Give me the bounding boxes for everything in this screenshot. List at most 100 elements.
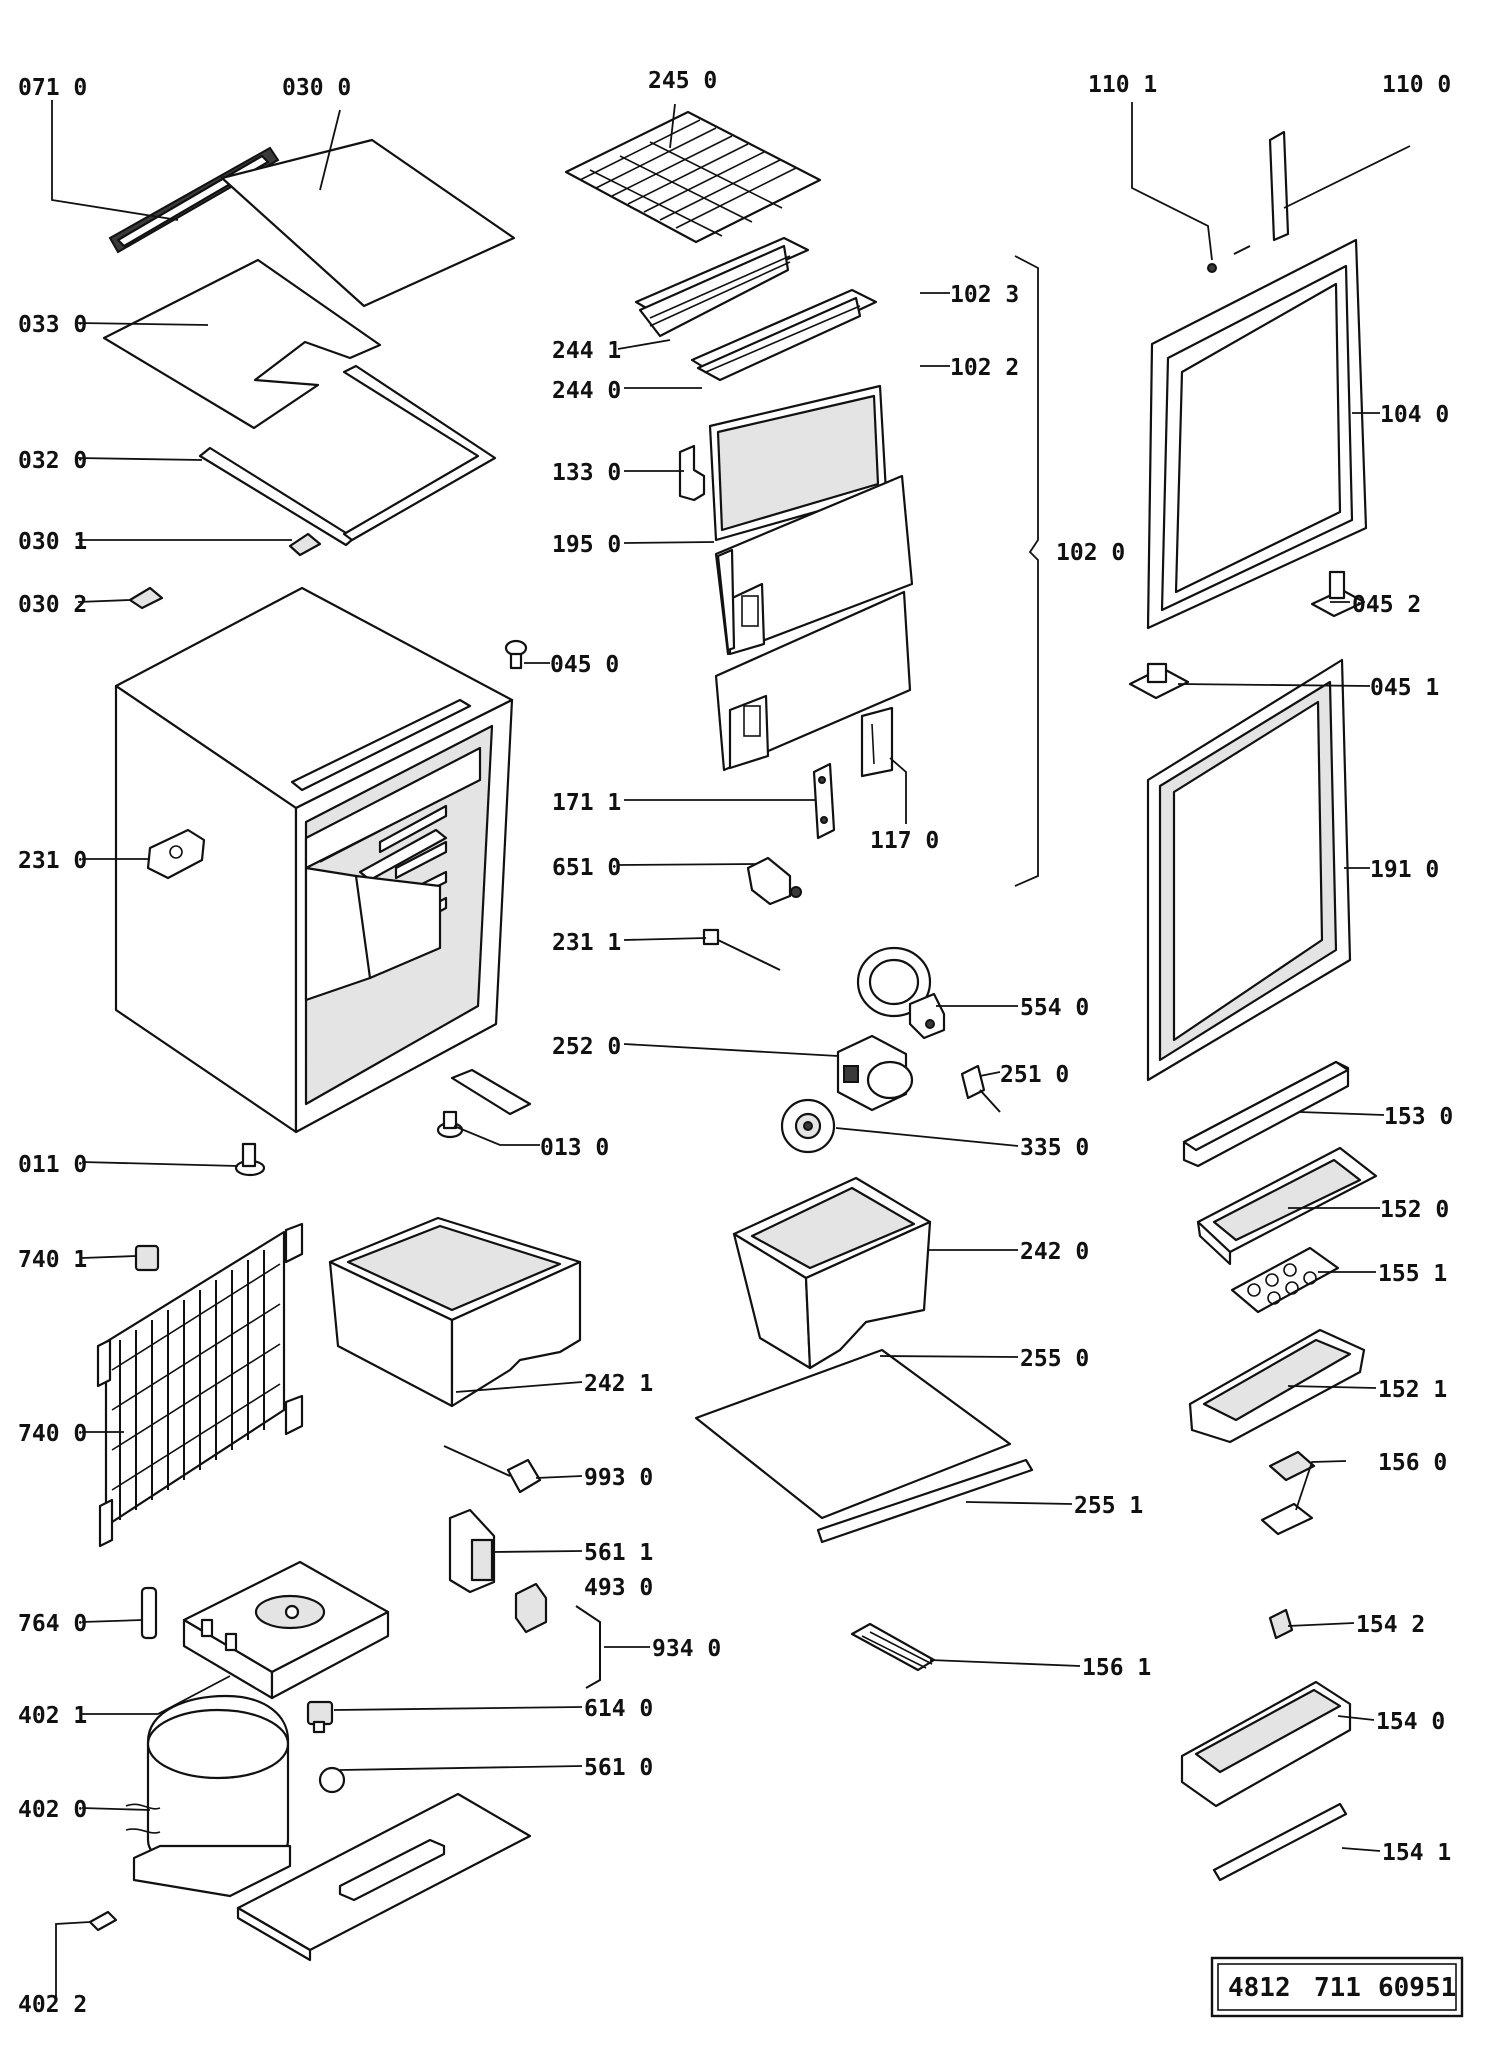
part-242-0-drawer xyxy=(732,1176,932,1370)
label-110-1: 110 1 xyxy=(1088,72,1157,98)
label-740-1: 740 1 xyxy=(18,1247,87,1273)
part-993-0-thermostat-probe xyxy=(443,1445,542,1494)
label-242-1: 242 1 xyxy=(584,1371,653,1397)
label-030-0: 030 0 xyxy=(282,75,351,101)
label-402-1: 402 1 xyxy=(18,1703,87,1729)
part-cabinet xyxy=(114,586,514,1134)
part-255-0-glass-shelf xyxy=(694,1348,1012,1520)
part-191-0-gasket xyxy=(1146,658,1352,1082)
part-033-0-top-panel xyxy=(102,258,382,430)
label-245-0: 245 0 xyxy=(648,68,717,94)
label-032-0: 032 0 xyxy=(18,448,87,474)
label-102-2: 102 2 xyxy=(950,355,1019,381)
part-740-1-clip xyxy=(134,1244,160,1272)
part-242-1-crisper xyxy=(328,1216,582,1408)
label-244-0: 244 0 xyxy=(552,378,621,404)
part-245-0-wire-shelf xyxy=(564,110,822,244)
label-030-2: 030 2 xyxy=(18,592,87,618)
part-032-0-frame xyxy=(198,364,497,547)
label-152-1: 152 1 xyxy=(1378,1377,1447,1403)
label-255-1: 255 1 xyxy=(1074,1493,1143,1519)
part-117-0-latch xyxy=(860,706,894,778)
part-013-0-hinge xyxy=(436,1068,532,1139)
part-133-0-hinge-plate xyxy=(678,444,706,502)
part-554-0-fan-ring xyxy=(856,946,946,1040)
part-freezer-panel-lower xyxy=(714,590,912,772)
label-191-0: 191 0 xyxy=(1370,857,1439,883)
label-993-0: 993 0 xyxy=(584,1465,653,1491)
label-102-3: 102 3 xyxy=(950,282,1019,308)
part-335-0-fan xyxy=(780,1098,836,1154)
part-231-1-wire xyxy=(702,928,781,971)
part-255-1-trim xyxy=(816,1458,1034,1544)
label-071-0: 071 0 xyxy=(18,75,87,101)
part-934-0-bracket-wire xyxy=(575,1605,601,1689)
label-045-2: 045 2 xyxy=(1352,592,1421,618)
label-335-0: 335 0 xyxy=(1020,1135,1089,1161)
label-102-0: 102 0 xyxy=(1056,540,1125,566)
part-402-1-mounting-plate xyxy=(182,1560,390,1700)
label-251-0: 251 0 xyxy=(1000,1062,1069,1088)
label-493-0: 493 0 xyxy=(584,1575,653,1601)
part-base-plate xyxy=(236,1792,532,1962)
part-402-0-compressor xyxy=(125,1694,292,1898)
label-117-0: 117 0 xyxy=(870,828,939,854)
part-030-2-clip xyxy=(128,586,164,610)
label-156-0: 156 0 xyxy=(1378,1450,1447,1476)
part-030-1-clip xyxy=(288,532,322,557)
label-764-0: 764 0 xyxy=(18,1611,87,1637)
label-155-1: 155 1 xyxy=(1378,1261,1447,1287)
part-154-2-clip xyxy=(1268,1608,1294,1640)
label-011-0: 011 0 xyxy=(18,1152,87,1178)
part-244-0-grid xyxy=(690,288,878,382)
label-402-2: 402 2 xyxy=(18,1992,87,2018)
document-number-part-2: 711 xyxy=(1314,1973,1361,2003)
part-493-0-block xyxy=(514,1582,548,1634)
part-153-0-shelf xyxy=(1182,1060,1350,1168)
part-561-1-bracket xyxy=(448,1508,496,1594)
label-244-1: 244 1 xyxy=(552,338,621,364)
part-045-0-pin xyxy=(504,639,528,670)
label-154-0: 154 0 xyxy=(1376,1709,1445,1735)
label-033-0: 033 0 xyxy=(18,312,87,338)
part-561-0-overload xyxy=(318,1766,346,1794)
label-255-0: 255 0 xyxy=(1020,1346,1089,1372)
part-152-0-bin xyxy=(1196,1146,1378,1266)
part-154-0-bottle-shelf xyxy=(1180,1680,1352,1808)
label-152-0: 152 0 xyxy=(1380,1197,1449,1223)
label-651-0: 651 0 xyxy=(552,855,621,881)
document-number-box: 4812 711 60951 xyxy=(1210,1956,1464,2018)
label-934-0: 934 0 xyxy=(652,1636,721,1662)
label-561-1: 561 1 xyxy=(584,1540,653,1566)
label-242-0: 242 0 xyxy=(1020,1239,1089,1265)
label-231-1: 231 1 xyxy=(552,930,621,956)
part-045-1-hinge-block xyxy=(1128,662,1190,700)
part-402-2-sleeve xyxy=(88,1910,118,1932)
label-154-1: 154 1 xyxy=(1382,1840,1451,1866)
part-251-0-switch xyxy=(960,1064,1001,1113)
label-561-0: 561 0 xyxy=(584,1755,653,1781)
label-045-1: 045 1 xyxy=(1370,675,1439,701)
part-freezer-panel-upper xyxy=(714,474,914,656)
document-number-part-1: 4812 xyxy=(1228,1973,1291,2003)
label-195-0: 195 0 xyxy=(552,532,621,558)
label-554-0: 554 0 xyxy=(1020,995,1089,1021)
label-740-0: 740 0 xyxy=(18,1421,87,1447)
label-133-0: 133 0 xyxy=(552,460,621,486)
part-156-1-egg-tray xyxy=(850,1622,936,1672)
part-152-1-bin xyxy=(1188,1328,1366,1444)
label-231-0: 231 0 xyxy=(18,848,87,874)
part-154-1-bottle-rail xyxy=(1212,1802,1348,1882)
label-614-0: 614 0 xyxy=(584,1696,653,1722)
part-155-1-egg-tray xyxy=(1230,1246,1340,1314)
document-number-part-3: 60951 xyxy=(1378,1973,1456,2003)
label-104-0: 104 0 xyxy=(1380,402,1449,428)
label-171-1: 171 1 xyxy=(552,790,621,816)
part-171-1-hinge xyxy=(812,762,836,840)
part-252-0-motor xyxy=(836,1034,914,1112)
label-154-2: 154 2 xyxy=(1356,1612,1425,1638)
label-252-0: 252 0 xyxy=(552,1034,621,1060)
part-045-2-hinge-bracket xyxy=(1310,570,1366,618)
part-614-0-relay xyxy=(306,1700,334,1734)
